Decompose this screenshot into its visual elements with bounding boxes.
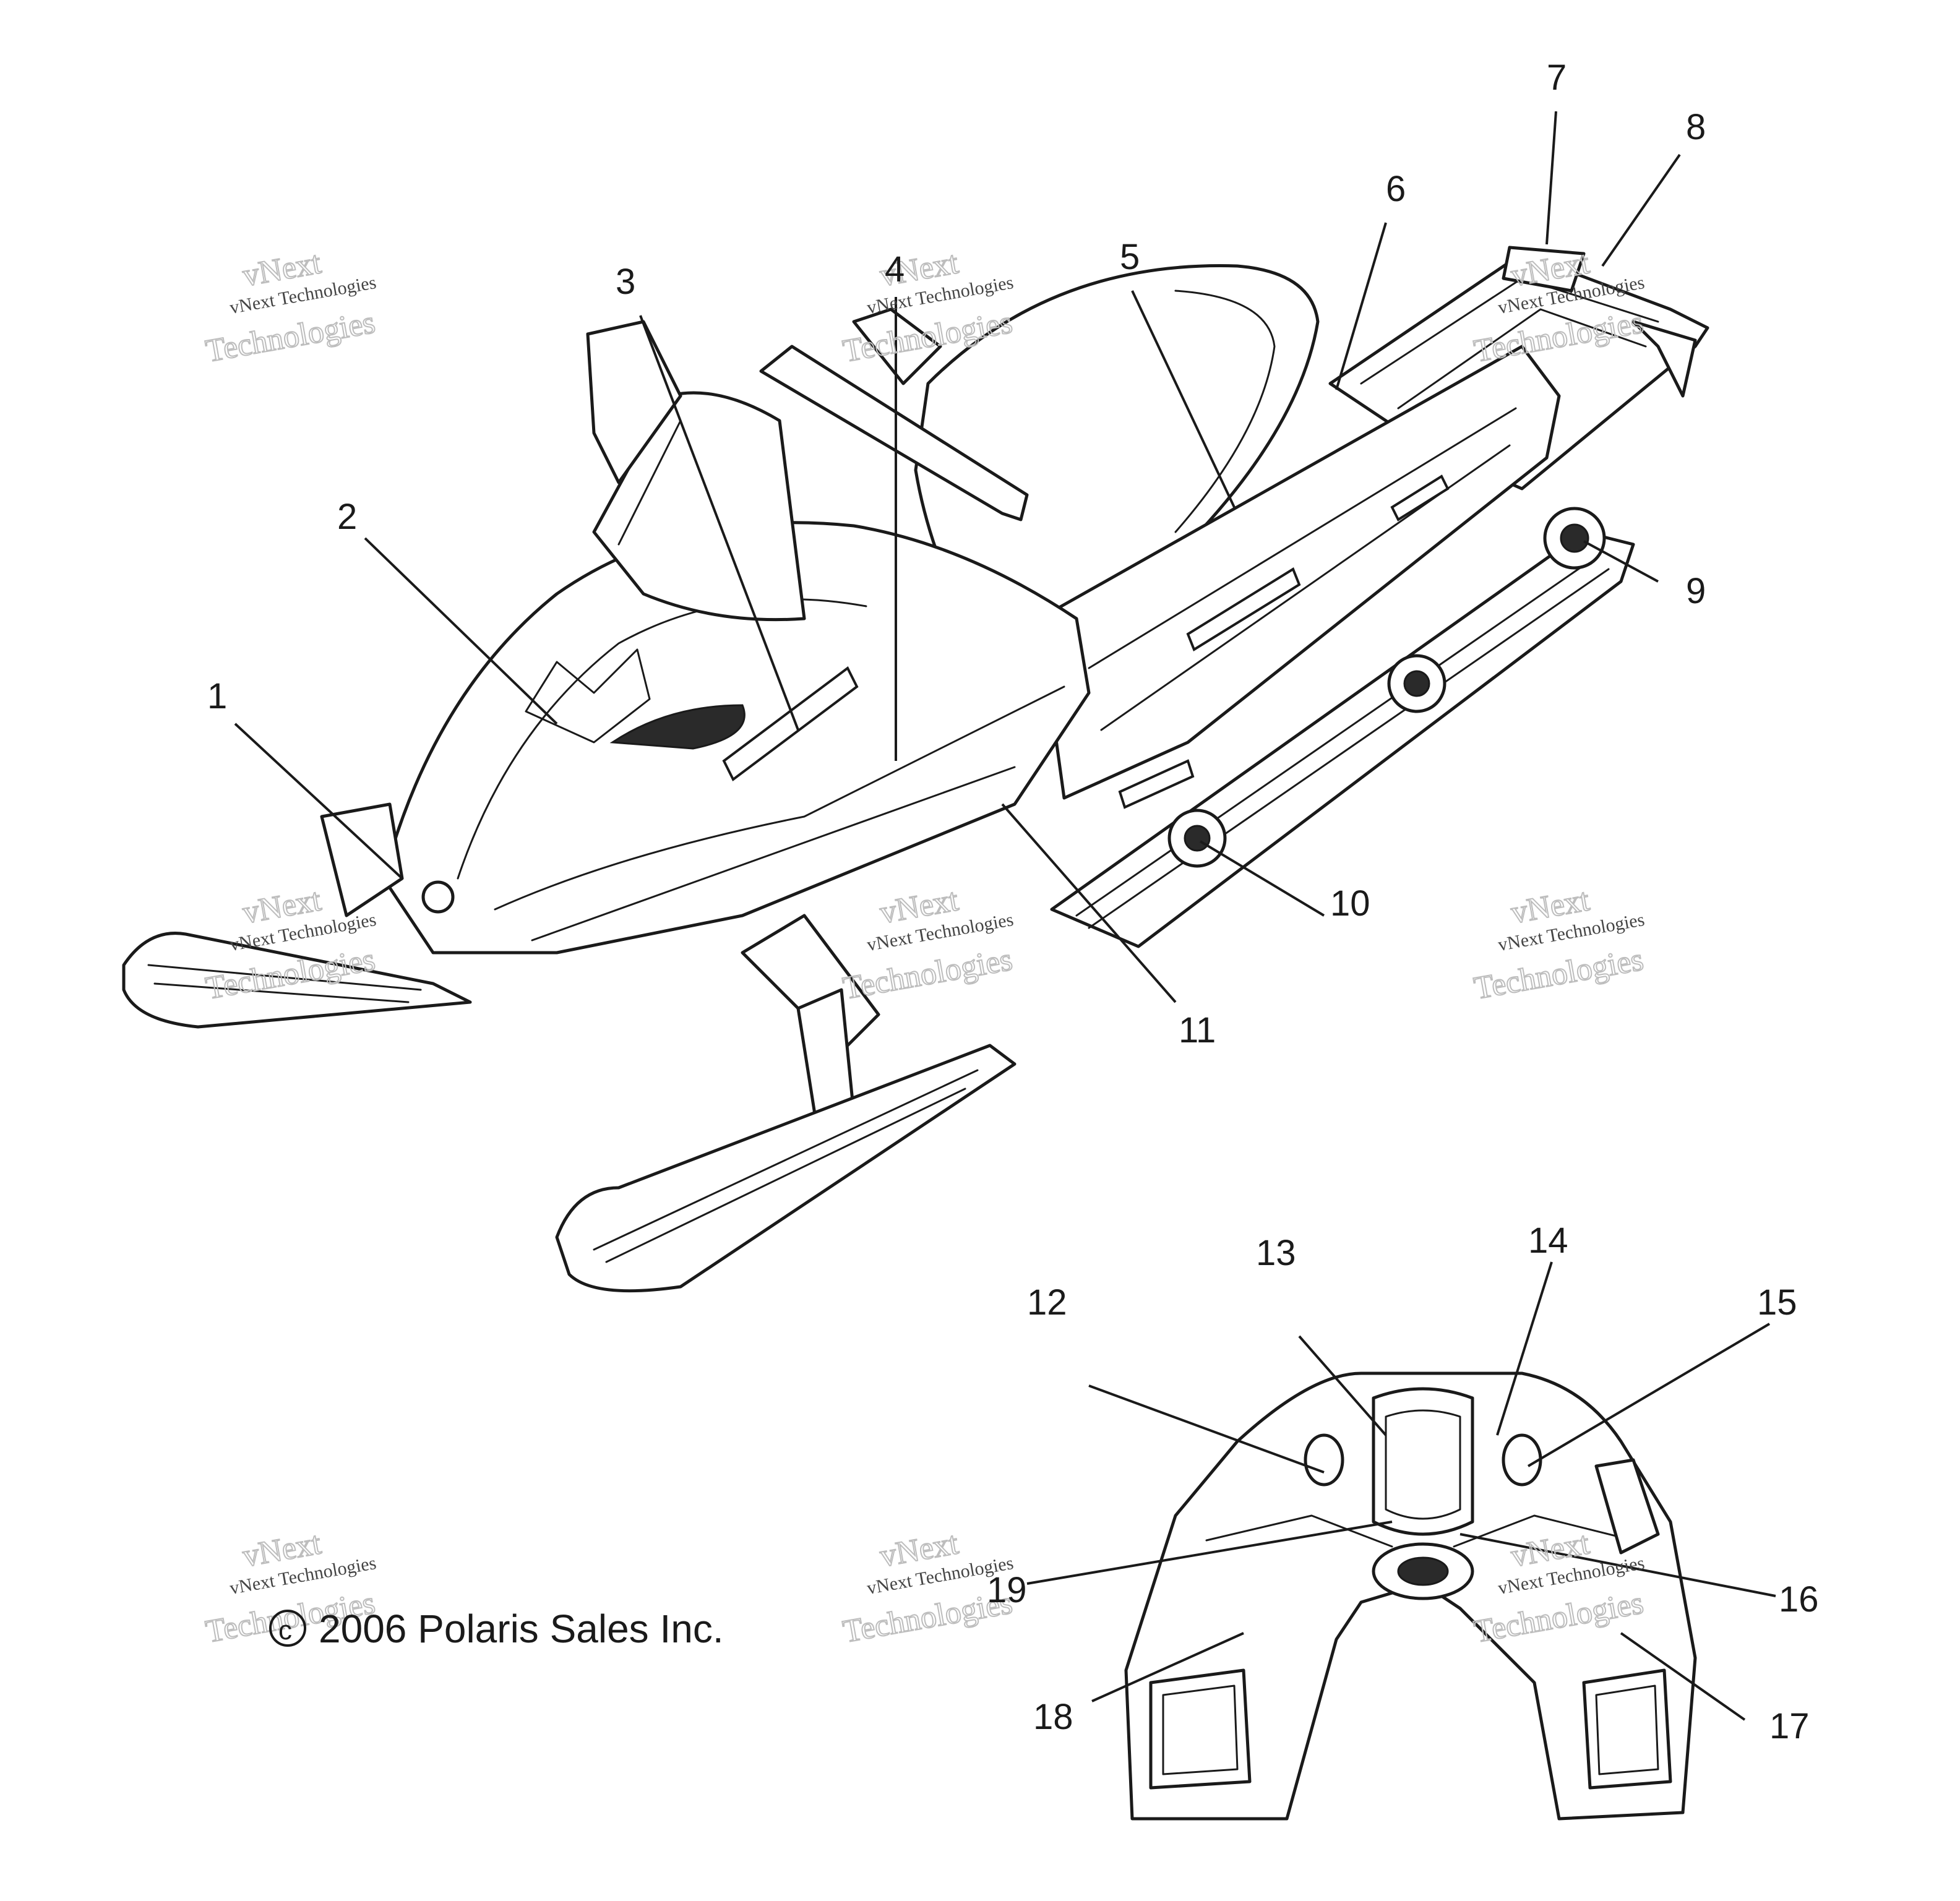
callout-12: 12 — [1027, 1282, 1067, 1323]
snowmobile-illustration — [122, 246, 1709, 1293]
watermark-top-left: vNext vNext Technologies Technologies — [202, 244, 378, 370]
callout-2: 2 — [337, 497, 357, 537]
callout-3: 3 — [616, 262, 635, 302]
svg-text:Technologies: Technologies — [840, 942, 1015, 1006]
callout-18: 18 — [1033, 1697, 1073, 1737]
watermark-mid-center: vNext vNext Technologies Technologies — [840, 882, 1015, 1007]
watermark-mid-right: vNext vNext Technologies Technologies — [1471, 882, 1646, 1007]
callout-11: 11 — [1179, 1010, 1216, 1050]
callout-6: 6 — [1386, 169, 1406, 209]
callout-9: 9 — [1686, 571, 1706, 611]
svg-text:Technologies: Technologies — [1471, 942, 1646, 1006]
callout-1: 1 — [207, 676, 227, 716]
callout-7: 7 — [1547, 58, 1567, 98]
svg-text:Technologies: Technologies — [203, 304, 377, 369]
callout-16: 16 — [1779, 1579, 1819, 1620]
console-inset-illustration — [1124, 1371, 1697, 1821]
callout-19: 19 — [987, 1570, 1027, 1610]
callout-10: 10 — [1330, 883, 1370, 924]
callout-4: 4 — [885, 249, 905, 290]
callout-13: 13 — [1256, 1233, 1296, 1273]
copyright-symbol-icon — [269, 1610, 306, 1647]
callout-5: 5 — [1120, 237, 1140, 277]
callout-8: 8 — [1686, 107, 1706, 147]
copyright-text: 2006 Polaris Sales Inc. — [319, 1607, 724, 1651]
copyright-symbol-letter: c — [278, 1615, 292, 1646]
watermark-mid-left: vNext vNext Technologies Technologies — [202, 882, 378, 1007]
callout-17: 17 — [1769, 1706, 1810, 1746]
copyright-notice: c 2006 Polaris Sales Inc. — [269, 1607, 724, 1651]
callout-14: 14 — [1528, 1221, 1568, 1261]
leader-lines — [234, 111, 1776, 1721]
callout-labels: 1 2 3 4 5 6 7 8 9 10 11 12 13 14 15 16 1… — [207, 58, 1819, 1746]
callout-15: 15 — [1757, 1282, 1797, 1323]
